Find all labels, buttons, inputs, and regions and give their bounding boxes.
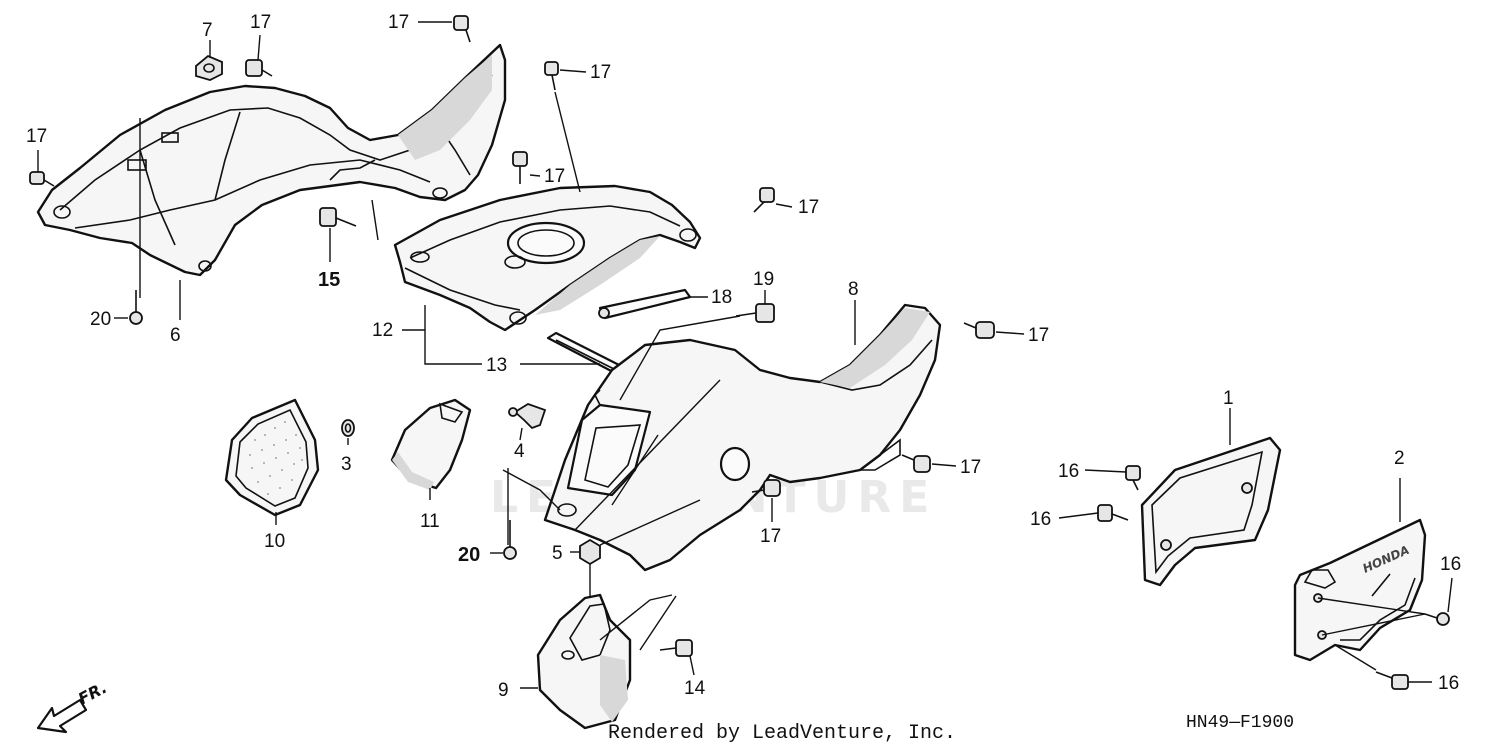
callout-3: 3 [341, 454, 352, 475]
front-direction-arrow: FR. [36, 678, 110, 734]
part-3-grommet [341, 419, 355, 437]
callout-17: 17 [544, 166, 565, 187]
diagram-code: HN49—F1900 [1186, 713, 1294, 733]
callout-5: 5 [552, 543, 563, 564]
fastener-17-f [963, 321, 995, 339]
callout-9: 9 [498, 680, 509, 701]
callout-6: 6 [170, 325, 181, 346]
fastener-16-d [1375, 671, 1409, 690]
callout-1: 1 [1223, 388, 1234, 409]
fastener-17-g [901, 454, 931, 473]
part-2-cover-plate: HONDA [1293, 518, 1427, 662]
callout-7: 7 [202, 20, 213, 41]
callout-19: 19 [753, 269, 774, 290]
fastener-19-bolt [735, 303, 775, 323]
callout-8: 8 [848, 279, 859, 300]
callout-labels: 17 7 17 17 17 17 17 15 20 6 12 13 18 19 … [26, 12, 1461, 701]
callout-16: 16 [1030, 509, 1051, 530]
part-11-lid [390, 398, 472, 490]
fastener-17-d [512, 151, 528, 184]
fastener-20-screw-left [129, 290, 143, 325]
callout-15: 15 [318, 269, 340, 291]
callout-17: 17 [388, 12, 409, 33]
part-6-left-side-cover [36, 43, 507, 277]
callout-16: 16 [1438, 673, 1459, 694]
fastener-7-nut [195, 54, 223, 81]
leader-lines [37, 21, 1453, 689]
fastener-15-bolt [319, 207, 357, 227]
fastener-20-screw-center [503, 520, 517, 560]
callout-16: 16 [1058, 461, 1079, 482]
part-1-bracket-plate [1140, 436, 1282, 587]
footer-credit: Rendered by LeadVenture, Inc. [608, 722, 956, 745]
fastener-16-c [1424, 612, 1450, 626]
callout-17: 17 [250, 12, 271, 33]
part-8-right-side-cover [543, 303, 942, 572]
fastener-5-nut [579, 538, 601, 566]
fastener-17-c [544, 61, 559, 91]
callout-10: 10 [264, 531, 285, 552]
fastener-17-top-left [29, 171, 55, 187]
part-4-clip [508, 403, 547, 430]
part-18-strap [598, 288, 692, 320]
callout-20: 20 [90, 309, 111, 330]
fastener-16-b [1097, 504, 1129, 522]
fastener-17-b [453, 15, 471, 43]
callout-16: 16 [1440, 554, 1461, 575]
fastener-16-a [1125, 465, 1141, 491]
fastener-17-e [753, 187, 775, 213]
callout-17: 17 [1028, 325, 1049, 346]
callout-17: 17 [960, 457, 981, 478]
callout-2: 2 [1394, 448, 1405, 469]
callout-13: 13 [486, 355, 507, 376]
fastener-17-a [245, 59, 273, 77]
callout-20: 20 [458, 544, 480, 566]
callout-14: 14 [684, 678, 706, 699]
callout-4: 4 [514, 441, 525, 462]
part-10-mesh-panel [224, 398, 320, 517]
part-12-rear-fender [393, 184, 702, 332]
callout-17: 17 [798, 197, 819, 218]
callout-17: 17 [590, 62, 611, 83]
callout-17: 17 [26, 126, 47, 147]
fastener-14-bolt [659, 639, 693, 657]
fastener-17-h [751, 479, 781, 497]
callout-18: 18 [711, 287, 732, 308]
callout-17: 17 [760, 526, 781, 547]
part-9-lower-cover [536, 593, 632, 730]
callout-12: 12 [372, 320, 393, 341]
callout-11: 11 [420, 511, 440, 532]
